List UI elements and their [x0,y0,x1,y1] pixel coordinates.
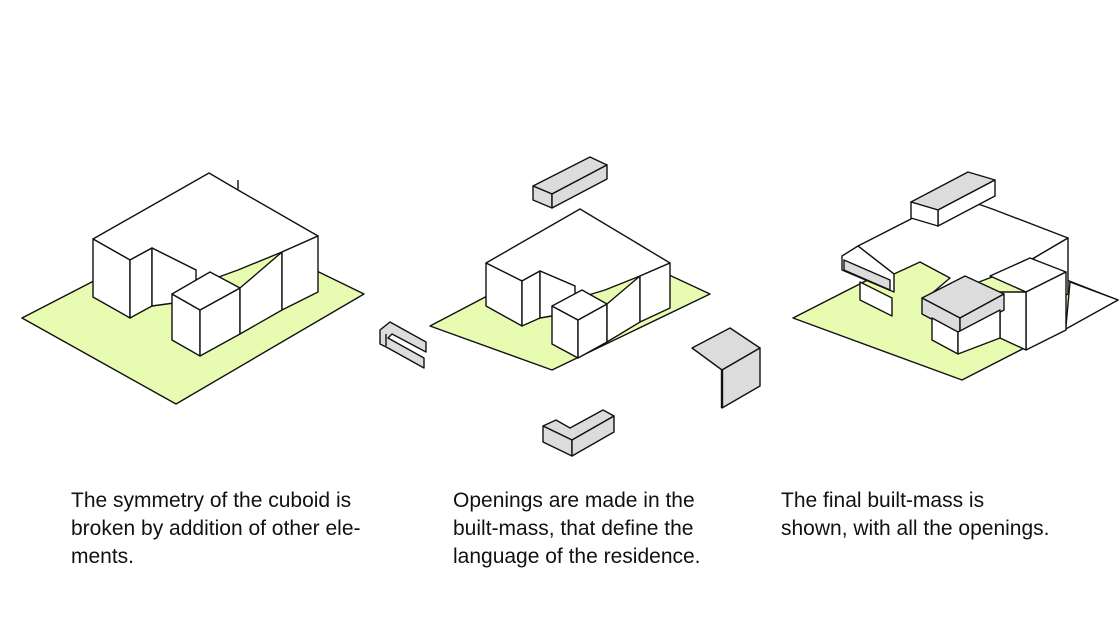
left-block-lower [859,281,893,317]
u-frame-element [379,321,427,369]
front-block-lower-right [957,309,1001,355]
caption-line: built-mass, that define the [453,517,694,540]
caption-panel-1: The symmetry of the cuboid is broken by … [71,487,411,571]
caption-panel-2: Openings are made in the built-mass, tha… [453,487,753,571]
caption-line: The final built-mass is [781,489,985,512]
l-wall-element [691,327,761,409]
caption-line: The symmetry of the cuboid is [71,489,352,512]
panel-3-final-mass [792,171,1119,381]
front-element-right [959,293,1005,335]
caption-panel-3: The final built-mass is shown, with all … [781,487,1101,543]
canopy-side [551,164,608,209]
caption-line: ments. [71,545,135,568]
caption-line: broken by addition of other ele- [71,517,361,540]
roof-canopy-front [910,201,939,227]
caption-line: language of the residence. [453,545,701,568]
caption-line: shown, with all the openings. [781,517,1050,540]
panel-2-openings [379,156,761,457]
left-block-front-face [521,270,541,327]
l-box-element [542,409,615,457]
right-block-side-face [281,235,319,311]
u-frame-outer [379,321,427,369]
l-box-side [571,415,615,457]
panel-1-cuboid-massing [21,172,365,405]
right-block-side-face [639,262,671,323]
left-cantilever-box [843,259,891,291]
caption-line: Openings are made in the [453,489,695,512]
roof-canopy-element [532,156,608,209]
left-block-front-face [129,247,153,319]
